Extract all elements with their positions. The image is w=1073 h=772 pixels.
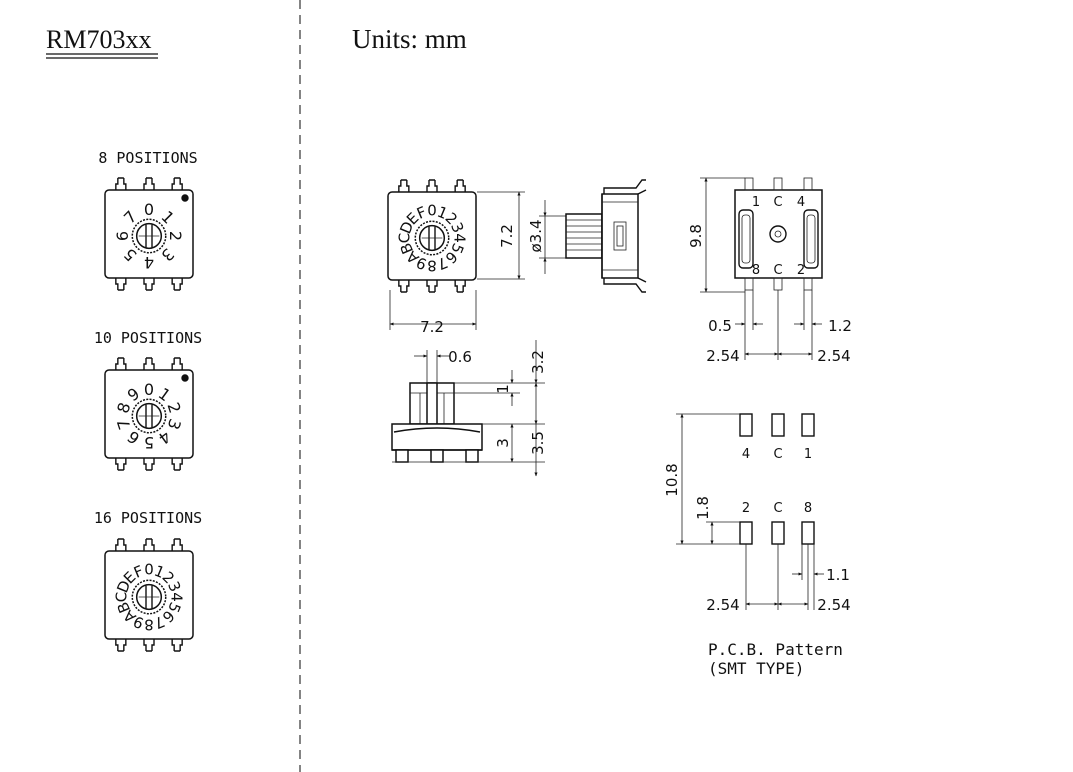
side-view: ø3.4 [527,179,647,293]
switch10-pin-bottom-0 [115,458,127,471]
pcb-top-c: C [773,447,782,462]
switch16-pin-top-2 [171,538,183,551]
units-label: Units: mm [352,24,467,54]
topview-pin-bottom-2 [454,280,466,293]
switch8-pin-bottom-2 [171,278,183,291]
switch10-pin-bottom-1 [143,458,155,471]
pcb-total-label: 10.8 [663,463,681,496]
topview-pin-top-1 [426,179,438,192]
front-dim-shaft-total: 3.2 [529,350,547,374]
topview-pin-bottom-0 [398,280,410,293]
switch16-dial-label: 0 [144,561,154,579]
topview-pin-bottom-1 [426,280,438,293]
bottom-pitch-left: 2.54 [706,347,739,365]
bottom-pin-bottom-2: 2 [797,263,805,278]
pcb-pattern: 4 C 1 2 C 8 10.8 1.8 1.1 2.54 2.54 P.C.B… [663,413,851,678]
switch8-dial-label: 6 [113,231,132,241]
front-dim-body: 3 [494,438,512,448]
variant-label-8: 8 POSITIONS [98,149,197,167]
pcb-caption-1: P.C.B. Pattern [708,640,843,659]
pcb-bottom-8: 8 [804,501,812,516]
switch8-dial-label: 4 [144,253,154,272]
pcb-bottom-c: C [773,501,782,516]
switch10-pin-top-1 [143,357,155,370]
pcb-pitch-right: 2.54 [817,596,850,614]
top-view-height-label: 7.2 [498,224,516,248]
switch16-dial-label: C [113,592,131,602]
topview-dial-label: 4 [450,233,468,243]
switch8-pin-bottom-1 [143,278,155,291]
switch8-dial-label: 0 [144,200,154,219]
bottom-height-label: 9.8 [687,224,705,248]
bottom-pitch-right: 2.54 [817,347,850,365]
switch8-pin-top-0 [115,177,127,190]
switch16-dial-label: 8 [144,615,154,633]
switch10-dial-label: 0 [144,380,154,399]
switch16-pin-bottom-0 [115,639,127,652]
topview-pin-top-2 [454,179,466,192]
variant-label-16: 16 POSITIONS [94,509,202,527]
front-dim-step: 1 [494,384,512,394]
switch8-pin-bottom-0 [115,278,127,291]
topview-dial-label: C [396,233,414,243]
top-view-width-dimension: 7.2 [389,290,477,336]
pcb-pitch-left: 2.54 [706,596,739,614]
switch16-pin-top-0 [115,538,127,551]
bottom-view: 1 C 4 8 C 2 9.8 0.5 1.2 2.54 2.54 [687,177,852,365]
top-view-height-dimension: 7.2 [477,191,525,280]
switch10-pin1-dot [181,374,189,382]
switch8-pin1-dot [181,194,189,202]
pcb-top-4: 4 [742,447,750,462]
bottom-dim-left: 0.5 [708,317,732,335]
front-view: 0.6 3.2 1 3 3.5 [391,340,547,477]
bottom-pin-bottom-c: C [773,263,782,278]
pcb-pad-width-label: 1.1 [826,566,850,584]
switch8-dial-label: 2 [166,231,185,241]
model-title: RM703xx [46,25,151,54]
switch16-pin-bottom-2 [171,639,183,652]
shaft-diameter-label: ø3.4 [527,219,545,252]
bottom-pin-top-4: 4 [797,195,805,210]
topview-pin-top-0 [398,179,410,192]
switch10-dial-label: 5 [144,433,154,452]
front-dim-top: 0.6 [448,348,472,366]
front-dim-total: 3.5 [529,431,547,455]
bottom-pin-top-1: 1 [752,195,760,210]
pcb-top-1: 1 [804,447,812,462]
top-view-width-label: 7.2 [420,318,444,336]
pcb-caption-2: (SMT TYPE) [708,659,804,678]
switch16-dial-label: 4 [167,592,185,602]
switch16-pin-top-1 [143,538,155,551]
bottom-pin-top-c: C [773,195,782,210]
variant-label-10: 10 POSITIONS [94,329,202,347]
switch10-pin-top-0 [115,357,127,370]
topview-dial-label: 8 [427,256,437,274]
bottom-dim-right: 1.2 [828,317,852,335]
bottom-pin-bottom-8: 8 [752,263,760,278]
switch8-pin-top-1 [143,177,155,190]
pcb-bottom-2: 2 [742,501,750,516]
switch10-pin-bottom-2 [171,458,183,471]
switch8-pin-top-2 [171,177,183,190]
topview-dial-label: 0 [427,202,437,220]
switch10-pin-top-2 [171,357,183,370]
switch16-pin-bottom-1 [143,639,155,652]
pcb-pad-label: 1.8 [694,496,712,520]
